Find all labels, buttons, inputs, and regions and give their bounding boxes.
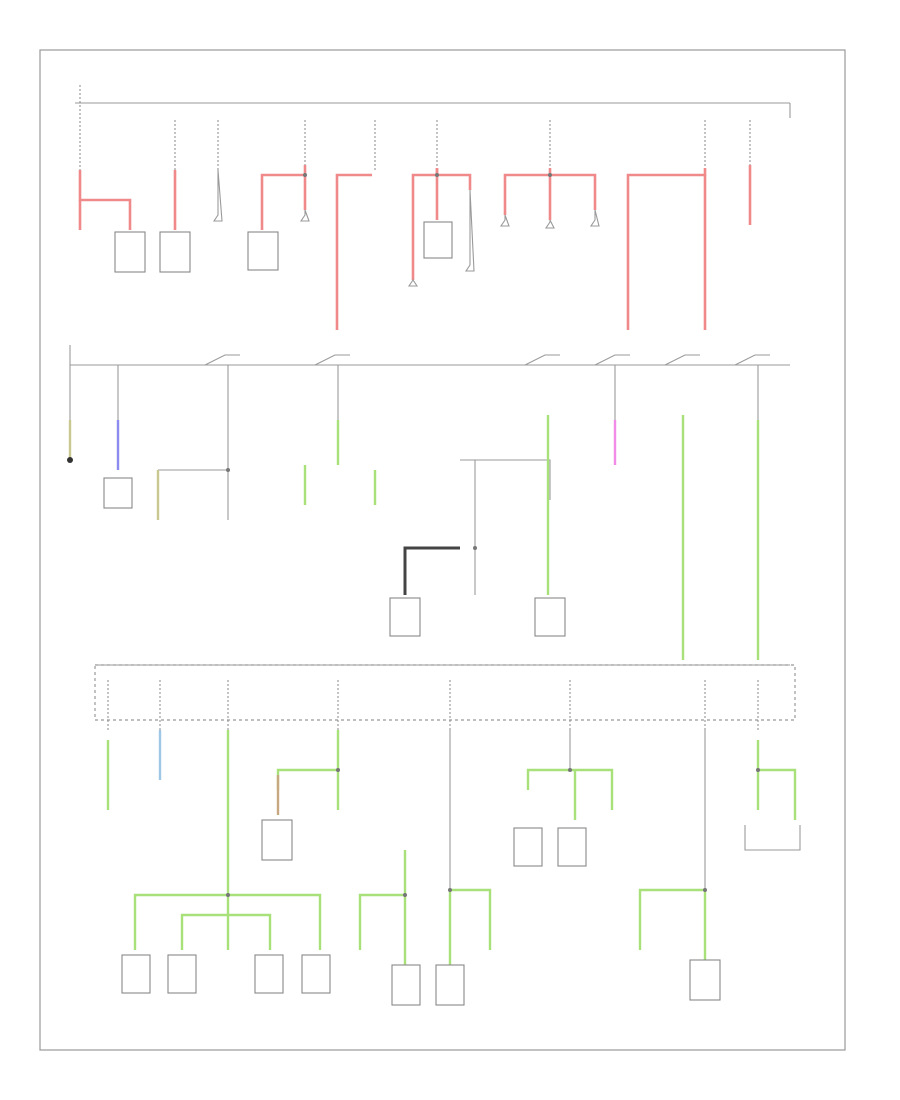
diagram-frame	[39, 49, 846, 1051]
lower-fuses	[107, 680, 759, 730]
ignition-switches	[204, 354, 770, 366]
top-fuses	[79, 85, 751, 170]
top-components	[114, 169, 600, 287]
red-circuits-top	[78, 165, 752, 330]
junction-nodes	[67, 173, 760, 897]
lower-circuits	[106, 730, 801, 1006]
mid-circuits	[68, 345, 760, 660]
bottom-left-cluster	[121, 893, 331, 994]
lower-fuse-box	[94, 664, 796, 721]
